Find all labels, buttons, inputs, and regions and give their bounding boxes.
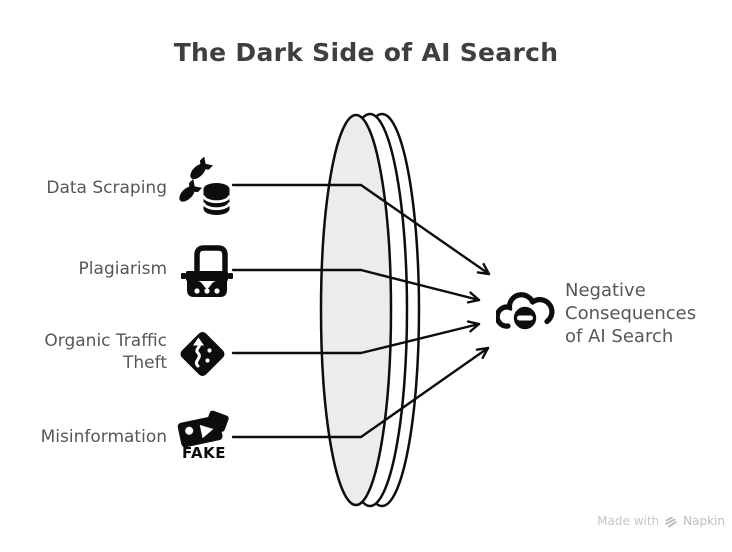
printing-press-icon [181,245,233,297]
cloud-minus-icon [496,292,555,334]
converging-lens-shape [319,112,421,508]
footer-brand-text: Napkin [683,514,725,528]
ray-misinformation [231,346,490,439]
napkin-logo-icon [665,516,678,527]
footer-credit: Made with Napkin [597,514,725,528]
ray-data-scraping [231,183,491,276]
bombs-database-icon [177,157,231,215]
ray-organic-traffic-theft [231,320,481,355]
page-title: The Dark Side of AI Search [173,38,559,67]
ray-plagiarism [231,268,481,304]
source-label-plagiarism: Plagiarism [78,259,167,279]
footer-made-with-text: Made with [597,514,660,528]
source-label-misinformation: Misinformation [40,427,167,447]
fake-photo-caption: FAKE [181,444,226,462]
winding-route-sign-icon [180,332,225,376]
fake-photo-icon [177,410,229,448]
source-label-organic-traffic-theft: Organic Traffic Theft [44,331,167,373]
source-label-data-scraping: Data Scraping [46,178,167,198]
outcome-label: Negative Consequences of AI Search [565,280,697,347]
